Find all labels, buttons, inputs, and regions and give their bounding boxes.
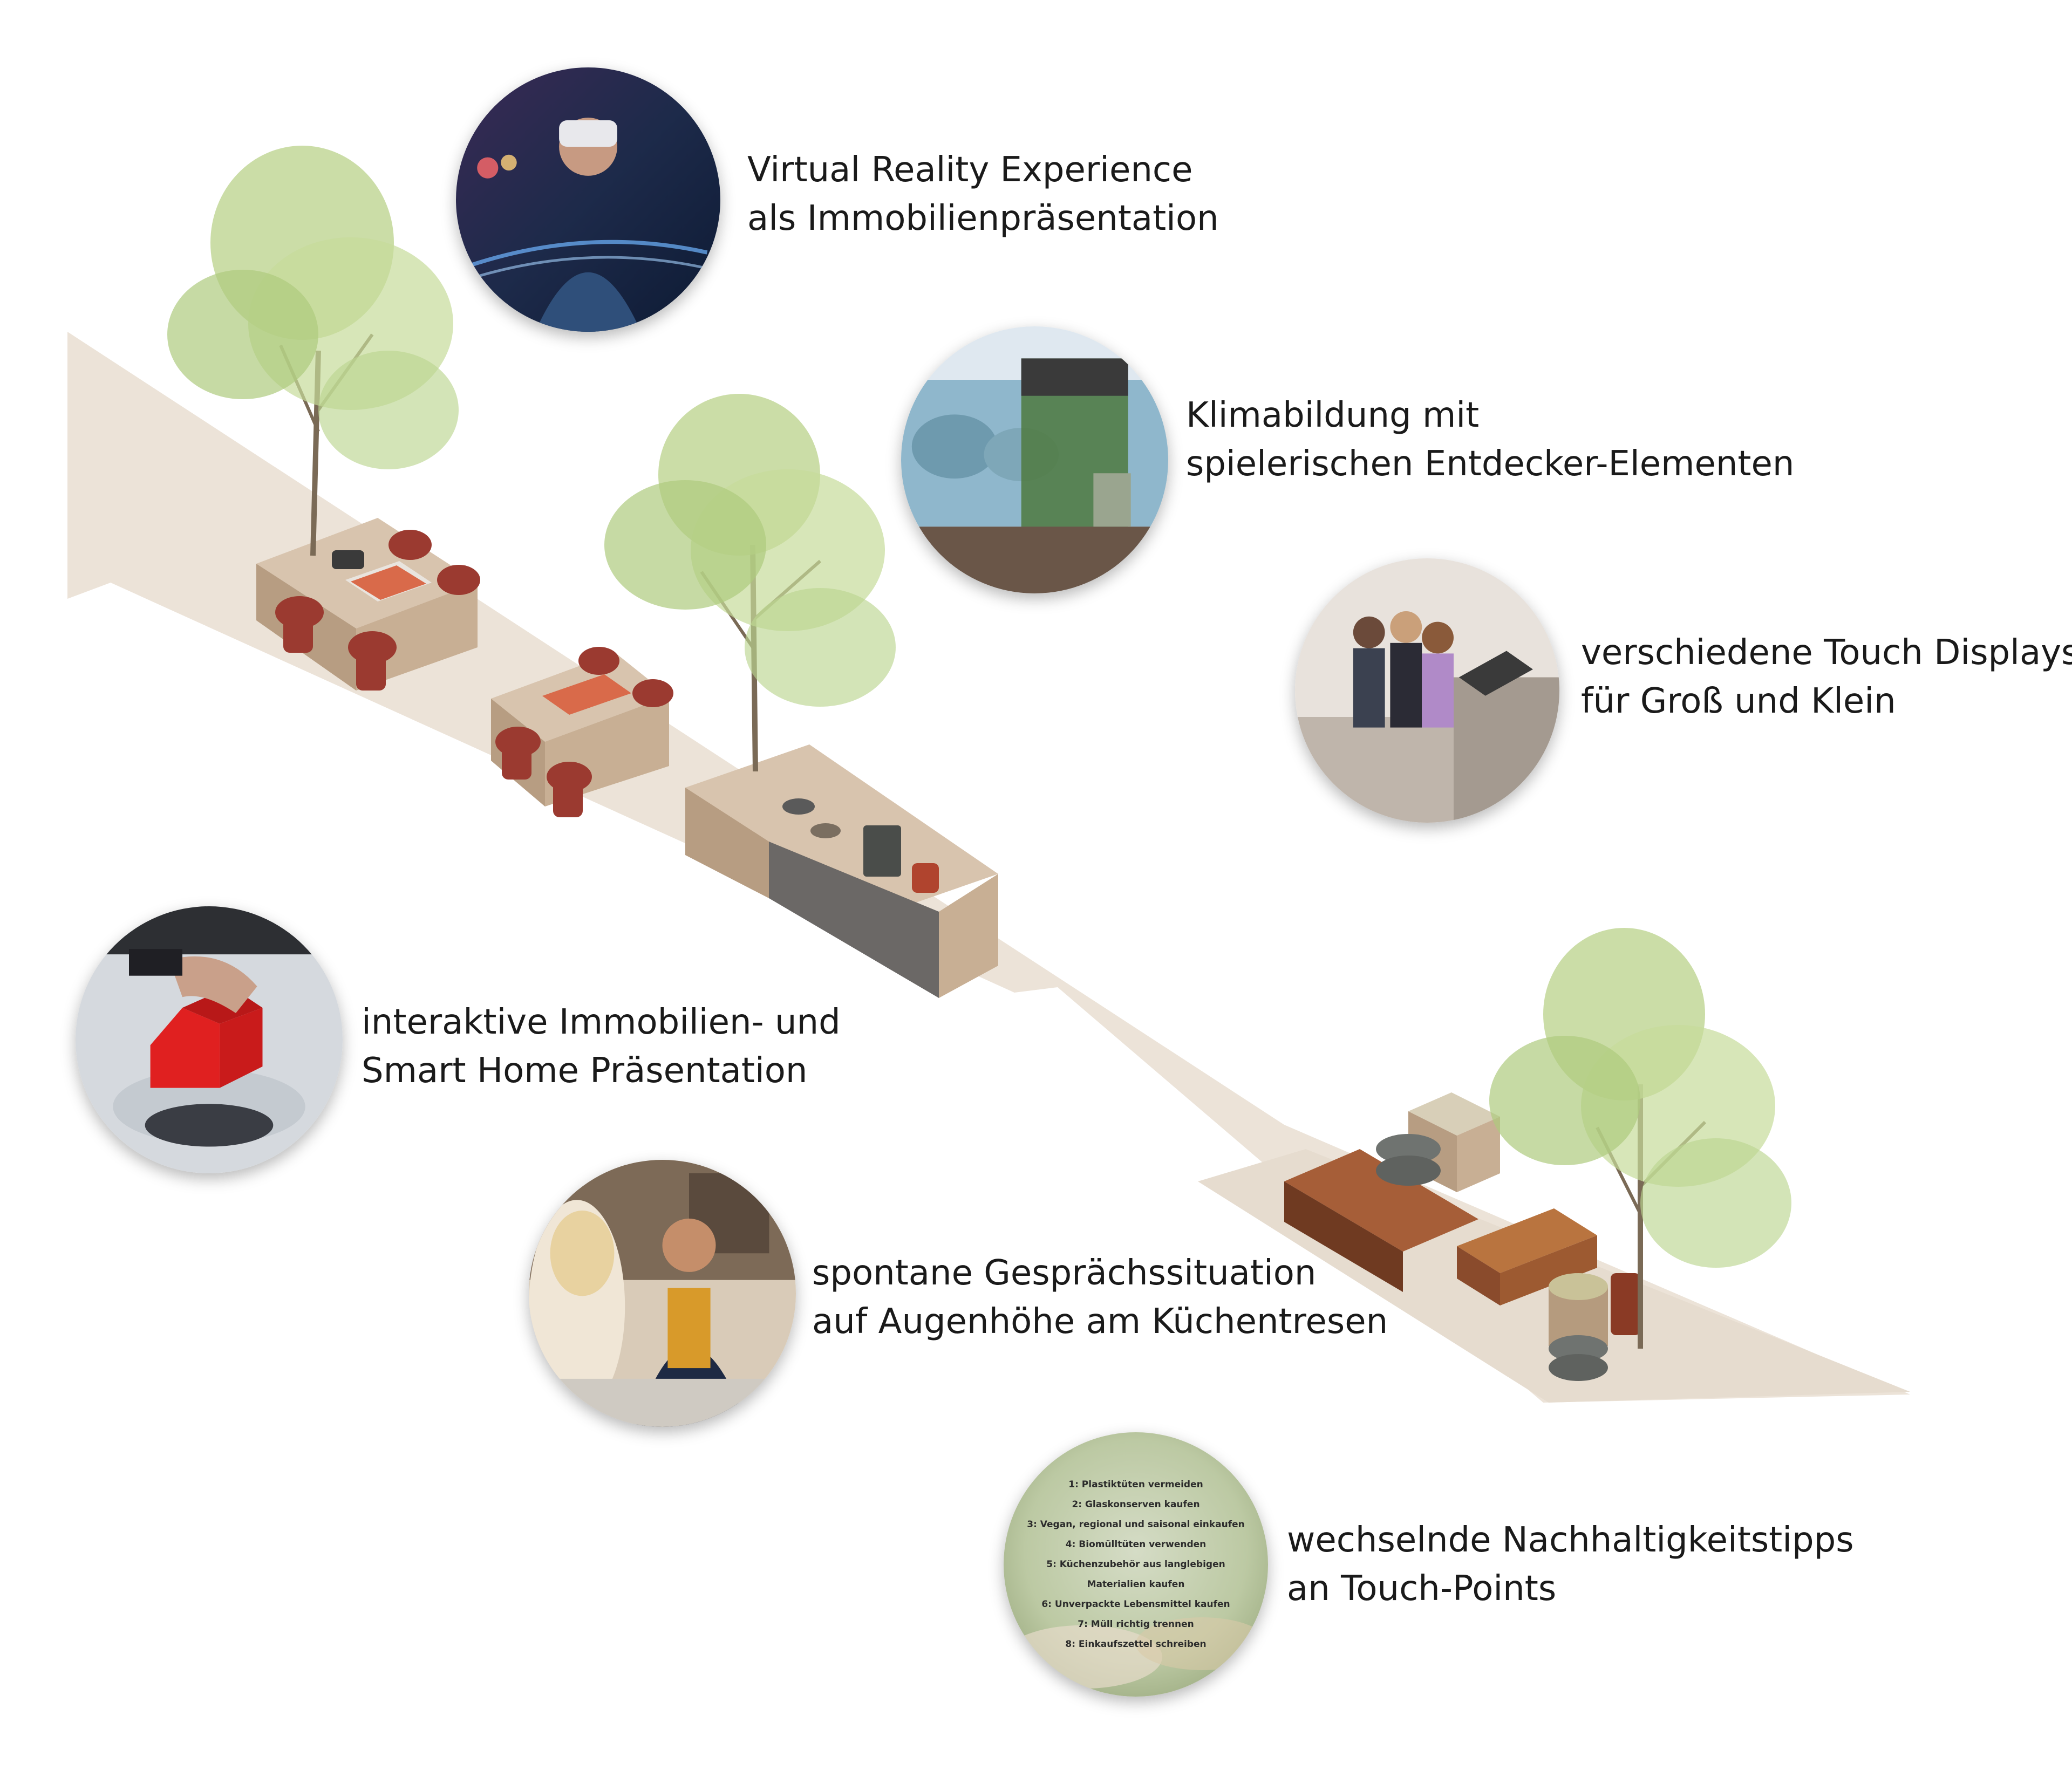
sustainability-tips-list: 1: Plastiktüten vermeiden 2: Glaskonserv… bbox=[1004, 1432, 1268, 1697]
tip-item: 7: Müll richtig trennen bbox=[1078, 1618, 1194, 1630]
tip-item: 6: Unverpackte Lebensmittel kaufen bbox=[1041, 1598, 1230, 1610]
kitchen-counter bbox=[685, 744, 998, 998]
vr-headset-photo bbox=[456, 67, 720, 332]
tip-item: Materialien kaufen bbox=[1087, 1578, 1185, 1590]
feature-label-line: spontane Gesprächssituation bbox=[812, 1253, 1317, 1293]
tip-item: 8: Einkaufszettel schreiben bbox=[1065, 1638, 1207, 1650]
tip-item: 5: Küchenzubehör aus langlebigen bbox=[1046, 1558, 1225, 1570]
feature-label-line: für Groß und Klein bbox=[1581, 681, 1896, 721]
feature-label-tips: wechselnde Nachhaltigkeitstipps an Touch… bbox=[1287, 1516, 1854, 1613]
red-house-touch-table-photo bbox=[76, 906, 343, 1173]
round-touch-stool bbox=[1549, 1273, 1640, 1381]
feature-label-line: interaktive Immobilien- und bbox=[362, 1002, 841, 1042]
feature-label-line: Smart Home Präsentation bbox=[362, 1051, 808, 1091]
chairs-table-1 bbox=[275, 530, 480, 691]
touch-cube-lounge bbox=[1376, 1092, 1500, 1192]
feature-label-line: an Touch-Points bbox=[1287, 1569, 1557, 1609]
climate-education-photo bbox=[901, 326, 1168, 593]
feature-label-talk: spontane Gesprächssituation auf Augenhöh… bbox=[812, 1249, 1388, 1346]
touch-display-kids-photo bbox=[1295, 558, 1559, 823]
feature-label-touch: verschiedene Touch Displays für Groß und… bbox=[1581, 628, 2072, 726]
feature-label-line: Virtual Reality Experience bbox=[747, 150, 1193, 190]
feature-label-line: spielerischen Entdecker-Elementen bbox=[1186, 444, 1795, 484]
feature-label-line: auf Augenhöhe am Küchentresen bbox=[812, 1302, 1388, 1342]
feature-label-vr: Virtual Reality Experience als Immobilie… bbox=[747, 146, 1219, 243]
conversation-photo bbox=[529, 1160, 796, 1427]
tip-item: 2: Glaskonserven kaufen bbox=[1072, 1499, 1200, 1510]
lounge-sofa bbox=[1284, 1149, 1597, 1305]
feature-label-line: verschiedene Touch Displays bbox=[1581, 633, 2072, 673]
feature-label-klima: Klimabildung mit spielerischen Entdecker… bbox=[1186, 391, 1794, 488]
tree-3 bbox=[1489, 928, 1791, 1349]
tip-item: 1: Plastiktüten vermeiden bbox=[1068, 1479, 1203, 1490]
tip-item: 4: Biomülltüten verwenden bbox=[1065, 1539, 1207, 1550]
feature-label-line: als Immobilienpräsentation bbox=[747, 199, 1219, 238]
tip-item: 3: Vegan, regional und saisonal einkaufe… bbox=[1027, 1519, 1245, 1530]
feature-label-line: Klimabildung mit bbox=[1186, 395, 1480, 435]
chairs-table-2 bbox=[495, 647, 673, 817]
feature-label-line: wechselnde Nachhaltigkeitstipps bbox=[1287, 1520, 1854, 1560]
sustainability-tips-photo: 1: Plastiktüten vermeiden 2: Glaskonserv… bbox=[1004, 1432, 1268, 1697]
tree-1 bbox=[167, 146, 459, 556]
feature-label-smarthome: interaktive Immobilien- und Smart Home P… bbox=[362, 998, 841, 1095]
tree-2 bbox=[604, 394, 896, 772]
